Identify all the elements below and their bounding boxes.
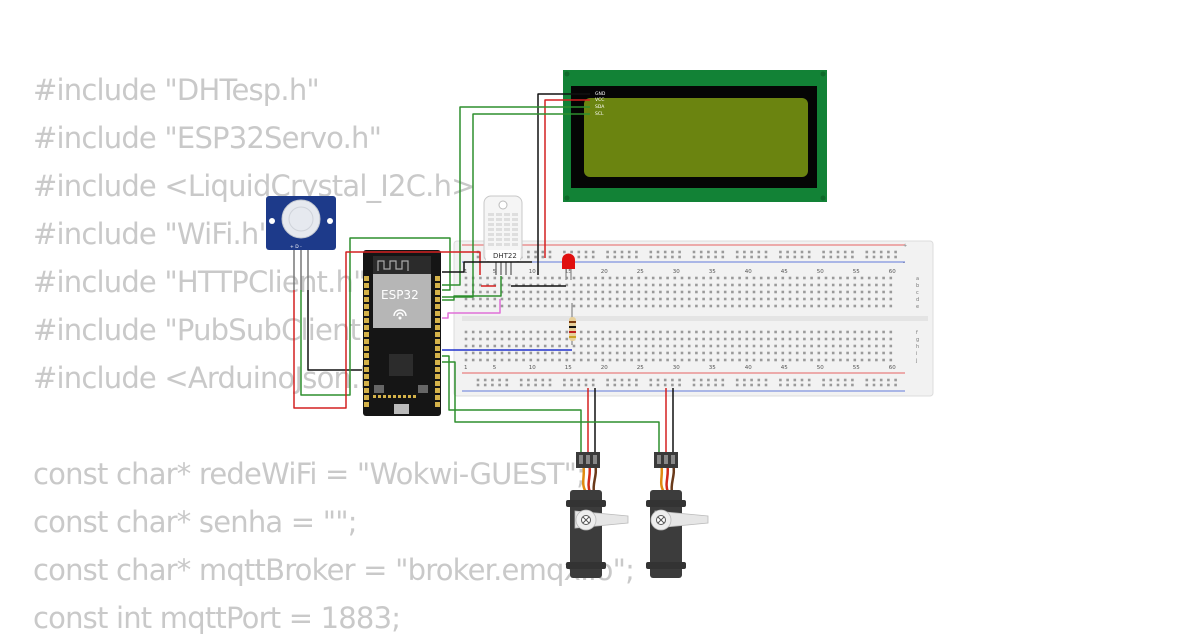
wire-lcd-gnd xyxy=(537,93,590,275)
lcd-display[interactable]: GND VCC SDA SCL xyxy=(563,70,827,202)
column-number: 30 xyxy=(673,269,680,275)
pir-sensor[interactable]: + D - xyxy=(266,196,336,290)
column-number: 20 xyxy=(601,365,608,371)
wire-pir-vcc xyxy=(293,251,481,409)
rail-plus-label: + xyxy=(903,243,907,249)
column-number: 10 xyxy=(529,365,536,371)
wire-lcd-scl xyxy=(442,113,590,298)
rail-minus-label: - xyxy=(903,260,905,266)
led-body xyxy=(562,253,575,269)
column-number: 5 xyxy=(493,365,497,371)
code-line: const int mqttPort = 1883; xyxy=(33,601,401,635)
pir-mount-hole xyxy=(327,218,333,224)
code-background: #include "DHTesp.h" #include "ESP32Servo.… xyxy=(33,66,635,642)
row-letter: e xyxy=(916,304,919,310)
esp32-board[interactable]: ESP32 xyxy=(363,250,441,416)
lcd-mount-hole xyxy=(820,195,826,201)
row-letter: i xyxy=(916,351,917,357)
column-number: 50 xyxy=(817,365,824,371)
lcd-pin-scl: SCL xyxy=(595,111,604,117)
wifi-icon xyxy=(398,316,402,320)
servo-motor-2[interactable] xyxy=(646,452,709,578)
row-letter: j xyxy=(915,358,917,364)
column-number: 60 xyxy=(889,269,896,275)
breadboard[interactable]: 1155101015152020252530303535404045455050… xyxy=(453,240,934,397)
column-number: 25 xyxy=(637,269,644,275)
column-number: 1 xyxy=(464,269,468,275)
dht22-sensor[interactable]: DHT22 xyxy=(483,195,523,275)
resistor[interactable] xyxy=(569,303,576,345)
code-line: #include "HTTPClient.h" xyxy=(33,265,366,299)
esp32-label: ESP32 xyxy=(381,288,419,302)
row-letter: g xyxy=(916,337,919,343)
column-number: 30 xyxy=(673,365,680,371)
column-number: 50 xyxy=(817,269,824,275)
dht22-label: DHT22 xyxy=(493,252,517,260)
wire-servo1-signal xyxy=(442,355,582,452)
code-line: const char* redeWiFi = "Wokwi-GUEST"; xyxy=(33,457,586,491)
esp32-chip xyxy=(389,354,413,376)
code-line: #include <LiquidCrystal_I2C.h> xyxy=(33,169,475,203)
wires xyxy=(293,93,674,452)
code-line: #include "WiFi.h" xyxy=(33,217,272,251)
column-number: 40 xyxy=(745,269,752,275)
column-number: 55 xyxy=(853,365,860,371)
red-led[interactable] xyxy=(562,253,575,281)
lcd-mount-hole xyxy=(820,71,826,77)
row-letter: a xyxy=(916,276,919,282)
code-line: const char* senha = ""; xyxy=(33,505,358,539)
wire-esp-black xyxy=(442,261,532,273)
column-number: 20 xyxy=(601,269,608,275)
row-letter: b xyxy=(916,283,919,289)
pir-pin-labels: + D - xyxy=(290,244,302,250)
column-number: 1 xyxy=(464,365,468,371)
column-number: 35 xyxy=(709,269,716,275)
esp32-pin-headers xyxy=(364,276,440,407)
column-number: 45 xyxy=(781,269,788,275)
row-letter: f xyxy=(916,330,918,336)
code-line: #include <ArduinoJson.h> xyxy=(33,361,401,395)
wire-lcd-vcc xyxy=(544,99,590,258)
column-number: 10 xyxy=(529,269,536,275)
code-line: #include "ESP32Servo.h" xyxy=(33,121,382,155)
column-number: 15 xyxy=(565,365,572,371)
lcd-mount-hole xyxy=(564,195,570,201)
column-number: 35 xyxy=(709,365,716,371)
wire-led-pink xyxy=(442,299,501,319)
usb-port xyxy=(394,404,409,414)
servo-motor-1[interactable] xyxy=(566,452,629,578)
column-number: 5 xyxy=(493,269,497,275)
column-number: 55 xyxy=(853,269,860,275)
pir-mount-hole xyxy=(269,218,275,224)
wire-pir-gnd xyxy=(307,290,362,371)
code-line: #include "PubSubClient.h" xyxy=(33,313,400,347)
code-line: #include "DHTesp.h" xyxy=(33,73,320,107)
row-letter: h xyxy=(916,344,919,350)
breadboard-column-numbers: 1155101015152020252530303535404045455050… xyxy=(464,269,896,371)
dht22-grille xyxy=(488,213,518,246)
wire-lcd-sda xyxy=(442,106,590,286)
row-letter: c xyxy=(916,290,919,296)
column-number: 25 xyxy=(637,365,644,371)
wire-dht-signal xyxy=(442,276,502,301)
column-number: 40 xyxy=(745,365,752,371)
lcd-pin-sda: SDA xyxy=(595,104,605,110)
row-letter: d xyxy=(916,297,919,303)
wire-servo2-signal xyxy=(442,361,660,452)
column-number: 45 xyxy=(781,365,788,371)
lcd-mount-hole xyxy=(564,71,570,77)
pir-dome xyxy=(281,199,321,239)
column-number: 15 xyxy=(565,269,572,275)
lcd-pin-gnd: GND xyxy=(595,91,606,97)
lcd-pin-vcc: VCC xyxy=(595,97,604,103)
column-number: 60 xyxy=(889,365,896,371)
wire-pir-signal xyxy=(300,237,451,396)
lcd-screen xyxy=(584,98,808,177)
